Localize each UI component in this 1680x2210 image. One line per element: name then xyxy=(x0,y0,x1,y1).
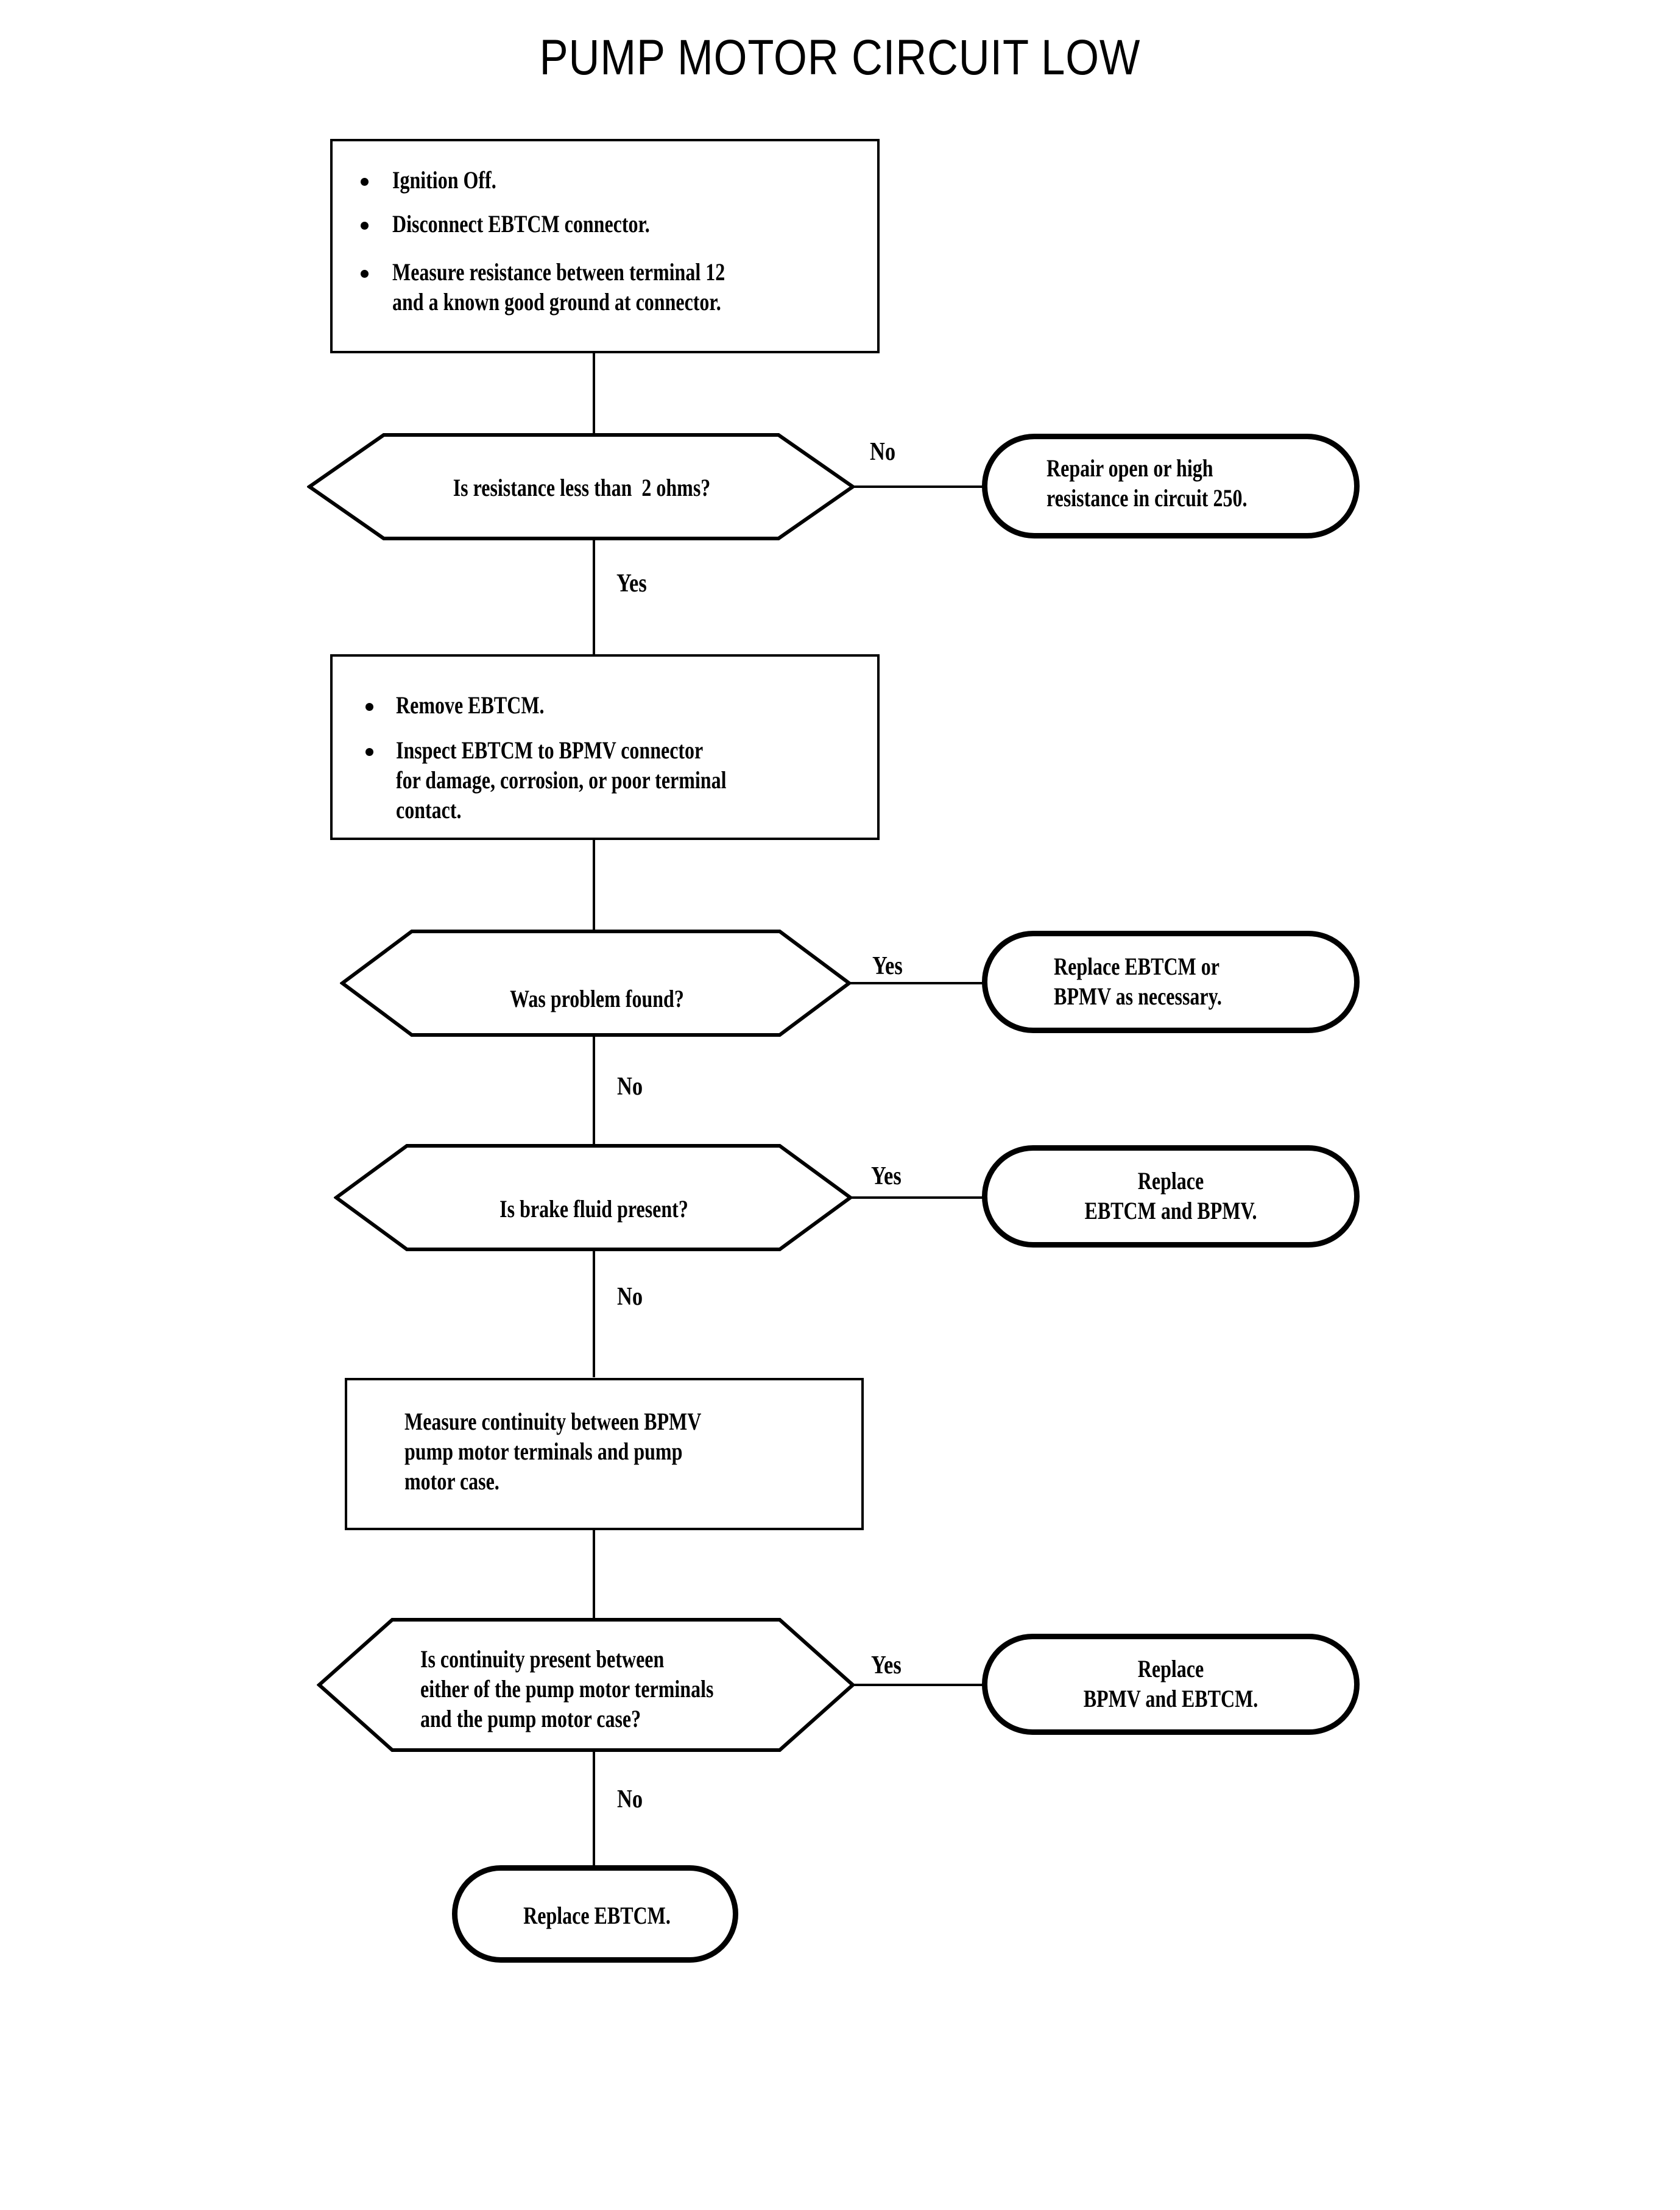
connector-decision3-no xyxy=(593,1249,595,1377)
connector-step3-decision4 xyxy=(593,1530,595,1625)
step1-bullet-3: Measure resistance between terminal 12 a… xyxy=(392,258,725,316)
connector-decision2-yes xyxy=(848,982,983,984)
bullet-marker xyxy=(365,703,373,711)
bullet-marker xyxy=(361,270,369,278)
connector-decision2-no xyxy=(593,1035,595,1154)
page-title: PUMP MOTOR CIRCUIT LOW xyxy=(539,30,1141,85)
connector-decision1-yes xyxy=(593,538,595,654)
branch-label-d2-no: No xyxy=(617,1073,643,1101)
decision2-label: Was problem found? xyxy=(510,985,684,1012)
connector-step1-decision1 xyxy=(593,353,595,451)
step2-bullet-2: Inspect EBTCM to BPMV connector for dama… xyxy=(396,736,727,824)
connector-decision4-yes xyxy=(852,1684,983,1686)
process-box-step1 xyxy=(330,139,880,353)
step2-bullet-1: Remove EBTCM. xyxy=(396,691,545,719)
terminator-replace-bpmv-and-ebtcm xyxy=(982,1634,1360,1735)
branch-label-d1-no: No xyxy=(870,438,896,466)
bullet-marker xyxy=(361,178,369,186)
step3-label: Measure continuity between BPMV pump mot… xyxy=(404,1408,702,1495)
process-box-step2 xyxy=(330,654,880,840)
terminator5-label: Replace EBTCM. xyxy=(523,1902,671,1929)
terminator2-label: Replace EBTCM or BPMV as necessary. xyxy=(1054,953,1222,1010)
connector-decision3-yes xyxy=(849,1196,983,1199)
decision1-label: Is resistance less than 2 ohms? xyxy=(453,474,711,501)
branch-label-d4-yes: Yes xyxy=(871,1651,902,1679)
decision3-label: Is brake fluid present? xyxy=(499,1195,688,1223)
bullet-marker xyxy=(361,222,369,230)
branch-label-d3-yes: Yes xyxy=(871,1162,902,1190)
step1-bullet-1: Ignition Off. xyxy=(392,166,496,194)
terminator-replace-ebtcm-final xyxy=(452,1865,738,1963)
terminator4-label: Replace BPMV and EBTCM. xyxy=(1083,1655,1258,1712)
branch-label-d2-yes: Yes xyxy=(872,952,903,980)
terminator-replace-ebtcm-or-bpmv xyxy=(982,931,1360,1033)
connector-step2-decision2 xyxy=(593,840,595,934)
decision4-label: Is continuity present between either of … xyxy=(420,1645,714,1732)
decision-hexagon-2 xyxy=(340,929,852,1037)
terminator-repair-open xyxy=(982,434,1360,538)
connector-decision4-no xyxy=(593,1749,595,1889)
branch-label-d1-yes: Yes xyxy=(616,570,647,598)
connector-decision1-no xyxy=(851,485,985,488)
terminator-replace-ebtcm-and-bpmv xyxy=(982,1145,1360,1248)
terminator1-label: Repair open or high resistance in circui… xyxy=(1046,454,1248,512)
branch-label-d4-no: No xyxy=(617,1785,643,1813)
branch-label-d3-no: No xyxy=(617,1283,643,1311)
step1-bullet-2: Disconnect EBTCM connector. xyxy=(392,210,650,238)
terminator3-label: Replace EBTCM and BPMV. xyxy=(1084,1167,1257,1224)
bullet-marker xyxy=(365,748,373,756)
process-box-step3 xyxy=(345,1378,864,1530)
